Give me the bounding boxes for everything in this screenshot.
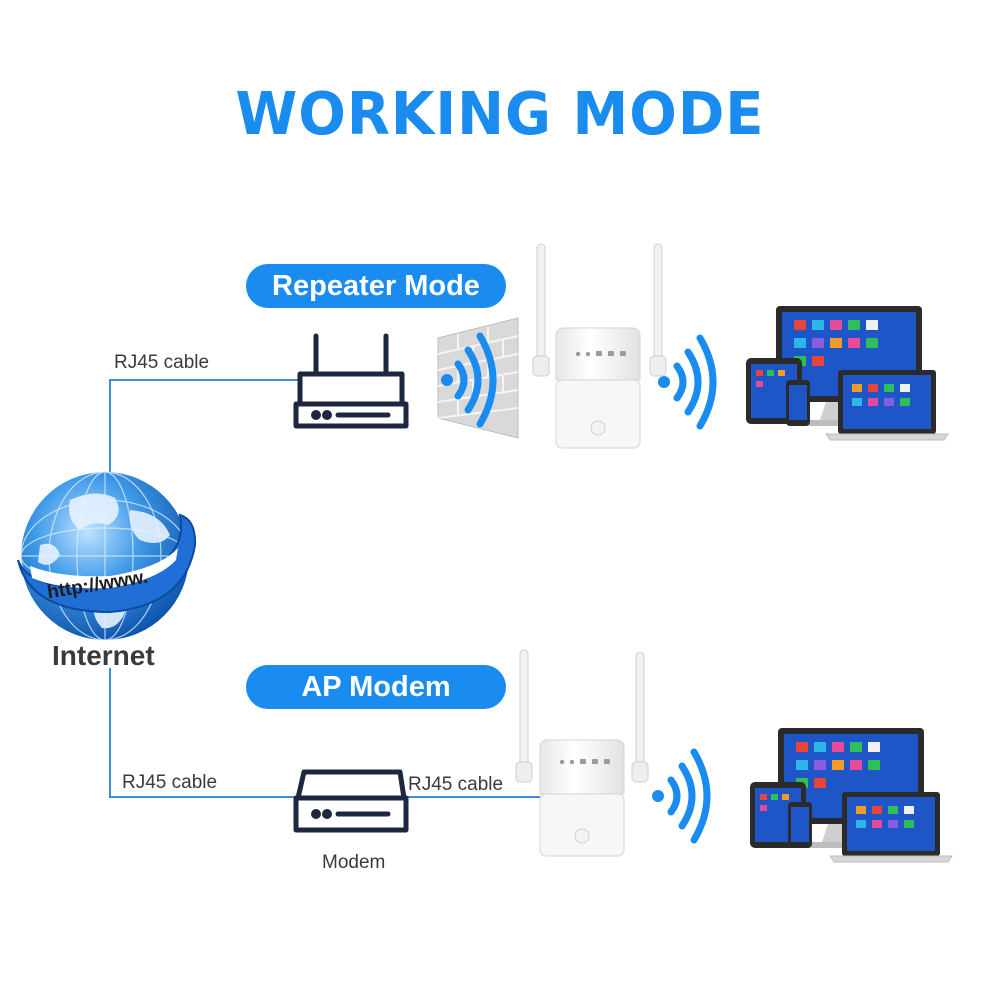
wifi-signal-icon [658, 334, 717, 430]
rj45-line-top [109, 379, 300, 478]
router-icon [293, 333, 409, 429]
rj45-label-bottom-right: RJ45 cable [408, 774, 504, 795]
modem-label: Modem [322, 852, 386, 873]
modem-icon [293, 769, 409, 833]
globe-icon: http://www. [17, 471, 197, 641]
wifi-signal-icon [441, 332, 497, 428]
repeater-mode-badge: Repeater Mode [246, 264, 506, 308]
devices-icon [746, 306, 949, 441]
rj45-line-bottom [109, 668, 296, 798]
repeater-device-icon [532, 243, 667, 449]
diagram-title: WORKING MODE [235, 80, 765, 149]
connection-lines [109, 379, 540, 798]
wifi-signal-icon [652, 748, 711, 844]
rj45-label-top: RJ45 cable [114, 352, 210, 373]
internet-label: Internet [52, 640, 155, 671]
rj45-label-bottom-left: RJ45 cable [122, 772, 218, 793]
repeater-device-icon [515, 649, 649, 857]
devices-icon [750, 728, 953, 863]
ap-modem-badge: AP Modem [246, 665, 506, 709]
